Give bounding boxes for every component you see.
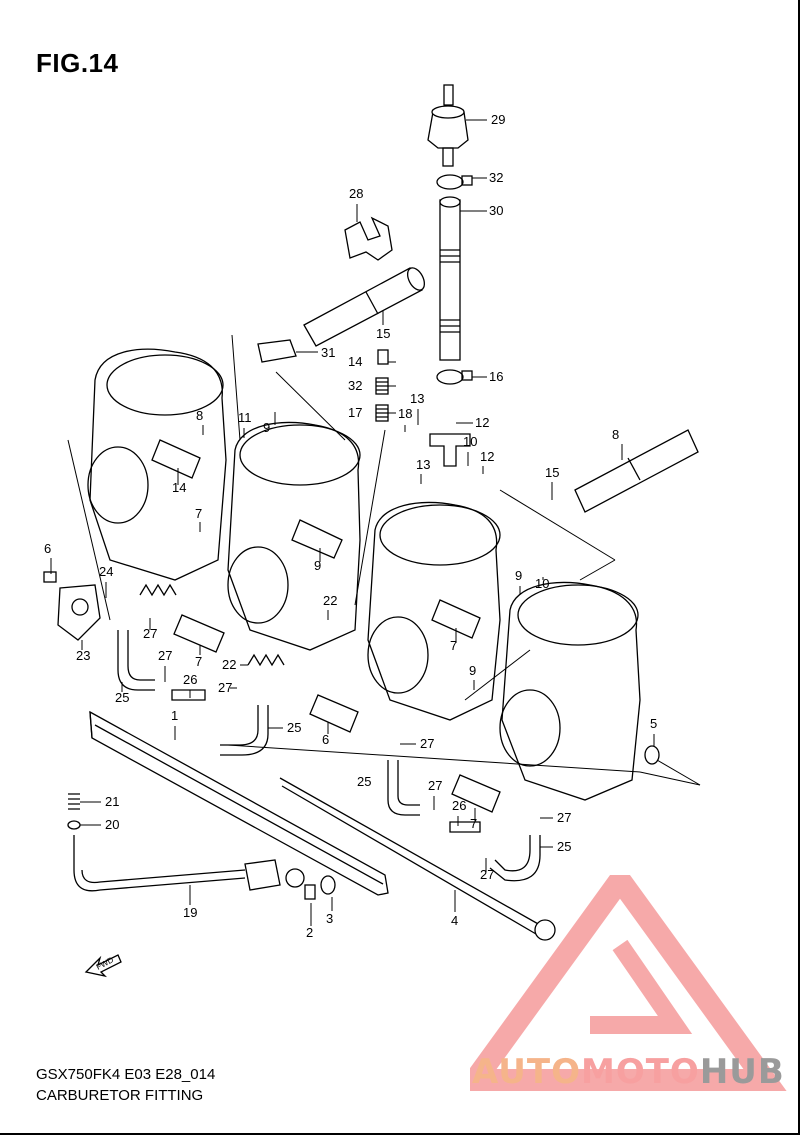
part-callout-label: 24 [99,564,113,579]
part-callout-label: 25 [357,774,371,789]
carburetor-body-1 [87,348,227,581]
part-callout-label: 12 [480,449,494,464]
forward-direction-indicator: FWD [84,954,122,978]
part-callout-label: 1 [171,708,178,723]
part-callout-label: 22 [222,657,236,672]
part-callout-label: 27 [428,778,442,793]
part-callout-label: 25 [115,690,129,705]
part-callout-label: 5 [650,716,657,731]
part-callout-label: 17 [348,405,362,420]
part-callout-label: 9 [469,663,476,678]
part-callout-label: 6 [44,541,51,556]
part-callout-label: 15 [376,326,390,341]
part-callout-label: 7 [470,816,477,831]
part-callout-label: 12 [475,415,489,430]
part-callout-label: 32 [489,170,503,185]
part-callout-label: 27 [480,867,494,882]
carburetor-body-3 [367,501,501,721]
hose-connector-parts [171,689,481,833]
part-callout-label: 11 [238,410,252,425]
fuel-filter-part [427,84,469,167]
carburetor-body-4 [499,581,641,801]
part-callout-label: 8 [612,427,619,442]
part-callout-label: 14 [172,480,186,495]
choke-cable-part [73,835,305,892]
throttle-stop-part [43,571,101,641]
part-callout-label: 27 [158,648,172,663]
part-callout-label: 21 [105,794,119,809]
fuel-hose-right-part [574,429,699,513]
part-callout-label: 2 [306,925,313,940]
vent-hose-part [303,267,426,347]
part-callout-label: 7 [195,506,202,521]
part-callout-label: 13 [416,457,430,472]
t-joint-part [429,433,471,467]
part-callout-label: 8 [196,408,203,423]
part-callout-label: 7 [450,638,457,653]
part-callout-label: 31 [321,345,335,360]
fuel-hose-part [439,196,461,361]
hose-fitting-part [257,339,297,363]
watermark-text: AUTOMOTOHUB [472,1052,785,1092]
bolt-washer-parts [67,745,660,900]
part-callout-label: 15 [545,465,559,480]
part-callout-label: 7 [195,654,202,669]
bent-hose-parts [117,630,541,882]
screw-spring-parts [375,349,389,422]
part-callout-label: 9 [314,558,321,573]
hose-clamp-part [436,174,473,385]
assembly-guide-lines [67,334,701,786]
part-callout-label: 9 [263,420,270,435]
part-callout-label: 22 [323,593,337,608]
model-code: GSX750FK4 E03 E28_014 [36,1066,216,1083]
part-callout-label: 30 [489,203,503,218]
spring-parts [139,583,285,667]
part-callout-label: 28 [349,186,363,201]
part-callout-label: 29 [491,112,505,127]
throttle-shaft-part [279,777,556,941]
part-callout-label: 25 [557,839,571,854]
part-callout-label: 23 [76,648,90,663]
carburetor-bracket-part [89,710,389,896]
part-callout-label: 6 [322,732,329,747]
part-callout-label: 27 [557,810,571,825]
automotohub-logo [470,875,787,1091]
short-hose-parts [151,439,501,813]
part-callout-label: 26 [183,672,197,687]
part-callout-label: 4 [451,913,458,928]
part-callout-label: 10 [535,576,549,591]
part-callout-label: 13 [410,391,424,406]
part-callout-label: 27 [218,680,232,695]
part-callout-label: 27 [143,626,157,641]
part-callout-label: 3 [326,911,333,926]
part-callout-label: 10 [463,434,477,449]
part-callout-label: 27 [420,736,434,751]
diagram-caption: CARBURETOR FITTING [36,1087,204,1104]
part-callout-label: 20 [105,817,119,832]
hose-holder-part [344,216,393,261]
figure-title: FIG.14 [36,48,119,78]
part-callout-label: 16 [489,369,503,384]
part-callout-label: 25 [287,720,301,735]
part-callout-label: 19 [183,905,197,920]
part-callout-label: 18 [398,406,412,421]
part-callout-label: 32 [348,378,362,393]
part-callout-label: 9 [515,568,522,583]
part-callout-label: 26 [452,798,466,813]
part-callout-label: 14 [348,354,362,369]
